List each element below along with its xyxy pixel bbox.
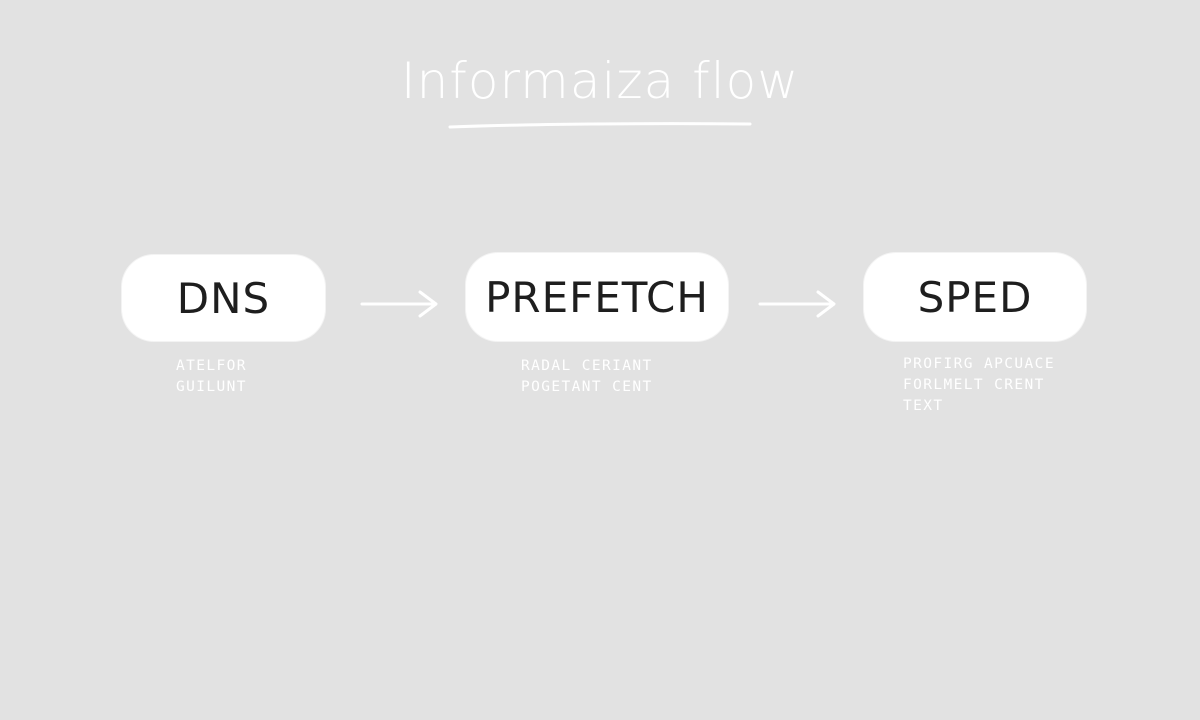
node-prefetch-caption: RADAL CERIANT POGETANT CENT <box>521 356 653 398</box>
caption-line: GUILUNT <box>176 379 247 395</box>
node-prefetch: PREFETCH <box>466 253 728 341</box>
node-dns-label: DNS <box>176 273 271 323</box>
diagram-title: Informaiza flow <box>400 52 800 110</box>
node-sped-label: SPED <box>917 272 1033 322</box>
node-sped: SPED <box>864 253 1086 341</box>
caption-line: PROFIRG APCUACE <box>903 356 1055 372</box>
arrow-right-icon <box>360 290 438 318</box>
arrow-right-icon <box>758 290 836 318</box>
node-dns-caption: ATELFOR GUILUNT <box>176 356 247 398</box>
caption-line: ATELFOR <box>176 358 247 374</box>
node-dns: DNS <box>122 255 325 341</box>
node-sped-caption: PROFIRG APCUACE FORLMELT CRENT TEXT <box>903 354 1055 417</box>
caption-line: FORLMELT CRENT <box>903 377 1045 393</box>
title-underline <box>448 122 752 129</box>
caption-line: POGETANT CENT <box>521 379 653 395</box>
caption-line: RADAL CERIANT <box>521 358 653 374</box>
caption-line: TEXT <box>903 398 944 414</box>
node-prefetch-label: PREFETCH <box>485 272 709 322</box>
